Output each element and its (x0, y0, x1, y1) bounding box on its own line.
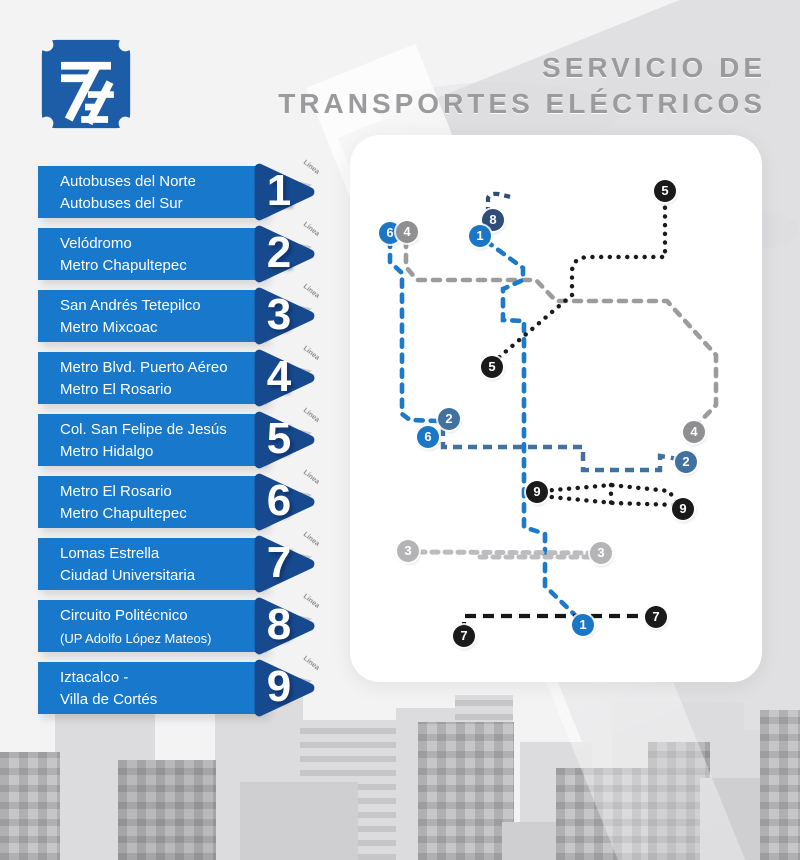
route-item-6[interactable]: Metro El Rosario Metro Chapultepec Línea… (38, 469, 320, 534)
page-title: SERVICIO DE TRANSPORTES ELÉCTRICOS (278, 50, 766, 122)
arrow-badge-icon (254, 287, 315, 345)
route-8-path (485, 191, 512, 213)
route-8-number: 8 (266, 600, 292, 649)
route-item-4[interactable]: Metro Blvd. Puerto Aéreo Metro El Rosari… (38, 345, 320, 410)
route-2-path (440, 427, 679, 473)
route-9-terminal-a: Iztacalco - (60, 669, 129, 686)
route-3-terminal-a: San Andrés Tetepilco (60, 297, 201, 314)
route-4-number-badge: Línea 4 (244, 345, 322, 411)
route-1-terminal-b: Autobuses del Sur (60, 195, 183, 212)
map-marker-6-end[interactable]: 6 (417, 426, 439, 448)
route-7-bar: Lomas Estrella Ciudad Universitaria (38, 538, 266, 590)
route-2-bar: Velódromo Metro Chapultepec (38, 228, 266, 280)
map-marker-9-end[interactable]: 9 (672, 498, 694, 520)
route-7-number: 7 (266, 538, 292, 587)
map-marker-5-start[interactable]: 5 (654, 180, 676, 202)
route-item-8[interactable]: Circuito Politécnico (UP Adolfo López Ma… (38, 593, 320, 658)
map-marker-4-end[interactable]: 4 (683, 421, 705, 443)
route-item-1[interactable]: Autobuses del Norte Autobuses del Sur Lí… (38, 159, 320, 224)
route-5-number: 5 (266, 414, 292, 463)
arrow-badge-icon (254, 225, 315, 283)
route-2-number: 2 (266, 228, 292, 277)
route-6-number: 6 (266, 476, 292, 525)
route-7-number-badge: Línea 7 (244, 531, 322, 597)
route-item-5[interactable]: Col. San Felipe de Jesús Metro Hidalgo L… (38, 407, 320, 472)
arrow-badge-icon (254, 349, 315, 407)
route-3-path (416, 549, 594, 560)
route-2-terminal-a: Velódromo (60, 235, 132, 252)
map-marker-7-end[interactable]: 7 (645, 606, 667, 628)
map-marker-2-end[interactable]: 2 (675, 451, 697, 473)
route-4-path (403, 237, 719, 431)
route-3-terminal-b: Metro Mixcoac (60, 319, 158, 336)
map-marker-1-start[interactable]: 1 (469, 225, 491, 247)
route-2-terminal-b: Metro Chapultepec (60, 257, 187, 274)
route-8-terminal-b: (UP Adolfo López Mateos) (60, 631, 212, 646)
map-marker-2-start[interactable]: 2 (438, 408, 460, 430)
te-monogram-icon (39, 37, 133, 131)
route-5-path (494, 196, 668, 362)
route-item-9[interactable]: Iztacalco - Villa de Cortés Línea 9 (38, 655, 320, 720)
route-2-number-badge: Línea 2 (244, 221, 322, 287)
route-item-3[interactable]: San Andrés Tetepilco Metro Mixcoac Línea… (38, 283, 320, 348)
route-map-panel (350, 135, 762, 682)
title-line-2: TRANSPORTES ELÉCTRICOS (278, 88, 766, 119)
route-9-number: 9 (266, 662, 292, 711)
route-3-number: 3 (266, 290, 292, 339)
route-4-number: 4 (266, 352, 292, 401)
route-4-bar: Metro Blvd. Puerto Aéreo Metro El Rosari… (38, 352, 266, 404)
route-6-number-badge: Línea 6 (244, 469, 322, 535)
route-9-path (540, 482, 683, 508)
arrow-badge-icon (254, 411, 315, 469)
route-8-terminal-a: Circuito Politécnico (60, 607, 188, 624)
map-marker-1-end[interactable]: 1 (572, 614, 594, 636)
map-marker-3-end[interactable]: 3 (590, 542, 612, 564)
route-8-bar: Circuito Politécnico (UP Adolfo López Ma… (38, 600, 266, 652)
arrow-badge-icon (254, 473, 315, 531)
route-5-terminal-b: Metro Hidalgo (60, 443, 154, 460)
map-marker-8[interactable]: 8 (482, 209, 504, 231)
route-1-number: 1 (266, 166, 292, 215)
arrow-badge-icon (254, 659, 315, 717)
route-5-terminal-a: Col. San Felipe de Jesús (60, 421, 227, 438)
route-1-terminal-a: Autobuses del Norte (60, 173, 196, 190)
route-7-terminal-a: Lomas Estrella (60, 545, 160, 562)
route-9-number-badge: Línea 9 (244, 655, 322, 721)
route-6-bar: Metro El Rosario Metro Chapultepec (38, 476, 266, 528)
route-item-7[interactable]: Lomas Estrella Ciudad Universitaria Líne… (38, 531, 320, 596)
route-6-terminal-a: Metro El Rosario (60, 483, 172, 500)
route-1-path (483, 238, 581, 621)
route-4-terminal-b: Metro El Rosario (60, 381, 172, 398)
arrow-badge-icon (254, 597, 315, 655)
map-marker-3-start[interactable]: 3 (397, 540, 419, 562)
title-line-1: SERVICIO DE (542, 52, 766, 83)
arrow-badge-icon (254, 535, 315, 593)
route-5-bar: Col. San Felipe de Jesús Metro Hidalgo (38, 414, 266, 466)
map-marker-9-start[interactable]: 9 (526, 481, 548, 503)
transportes-electricos-logo (38, 36, 134, 132)
map-marker-4-start[interactable]: 4 (396, 221, 418, 243)
route-9-bar: Iztacalco - Villa de Cortés (38, 662, 266, 714)
map-marker-6-start[interactable]: 6 (379, 222, 401, 244)
map-marker-5-end[interactable]: 5 (481, 356, 503, 378)
route-1-bar: Autobuses del Norte Autobuses del Sur (38, 166, 266, 218)
route-6-terminal-b: Metro Chapultepec (60, 505, 187, 522)
route-7-path (461, 613, 648, 633)
map-marker-7-start[interactable]: 7 (453, 625, 475, 647)
route-3-bar: San Andrés Tetepilco Metro Mixcoac (38, 290, 266, 342)
route-1-number-badge: Línea 1 (244, 159, 322, 225)
arrow-badge-icon (254, 163, 315, 221)
route-item-2[interactable]: Velódromo Metro Chapultepec Línea 2 (38, 221, 320, 286)
route-4-terminal-a: Metro Blvd. Puerto Aéreo (60, 359, 228, 376)
route-3-number-badge: Línea 3 (244, 283, 322, 349)
route-6-path (387, 237, 441, 424)
route-9-terminal-b: Villa de Cortés (60, 691, 158, 708)
route-8-number-badge: Línea 8 (244, 593, 322, 659)
route-7-terminal-b: Ciudad Universitaria (60, 567, 196, 584)
route-5-number-badge: Línea 5 (244, 407, 322, 473)
